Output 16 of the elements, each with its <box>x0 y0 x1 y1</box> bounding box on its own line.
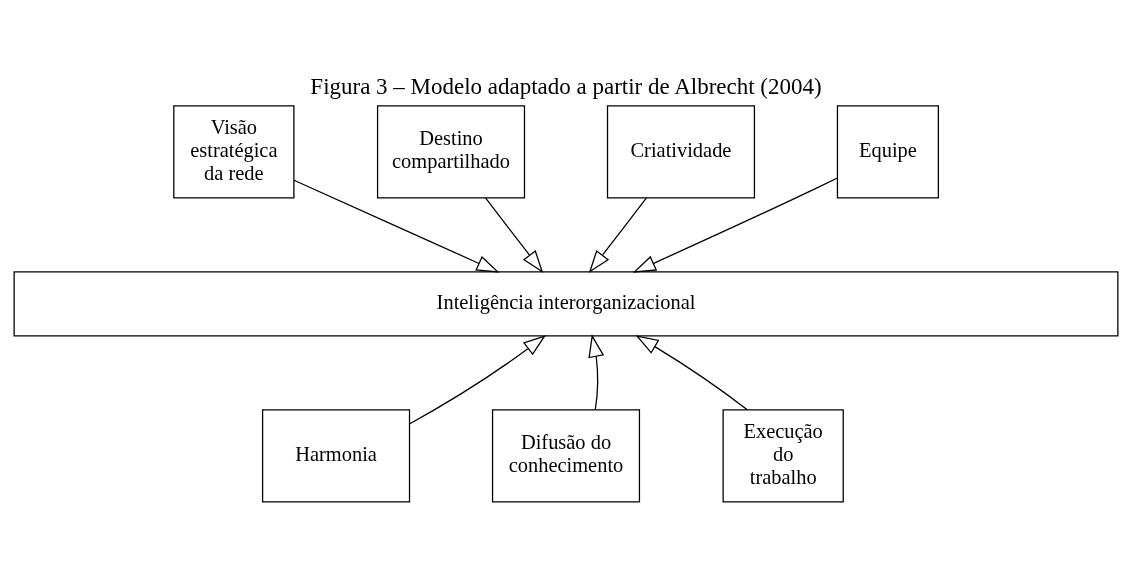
node-box: Criatividade <box>606 104 756 198</box>
node-box: Execução do trabalho <box>722 408 844 503</box>
node-box: Destino compartilhado <box>376 104 526 198</box>
arrow <box>588 196 648 273</box>
node-box: Difusão do conhecimento <box>491 408 641 503</box>
arrow <box>588 333 605 410</box>
arrow <box>409 334 547 424</box>
node-box: Inteligência interorganizacional <box>13 270 1119 336</box>
arrow <box>293 179 500 273</box>
node-box: Harmonia <box>261 408 411 503</box>
arrow <box>484 196 544 273</box>
node-box: Visão estratégica da rede <box>173 104 295 198</box>
arrow <box>632 176 839 273</box>
node-box: Equipe <box>836 104 939 198</box>
arrow <box>635 334 748 410</box>
diagram-title: Figura 3 – Modelo adaptado a partir de Albrecht (2004) <box>310 73 822 99</box>
